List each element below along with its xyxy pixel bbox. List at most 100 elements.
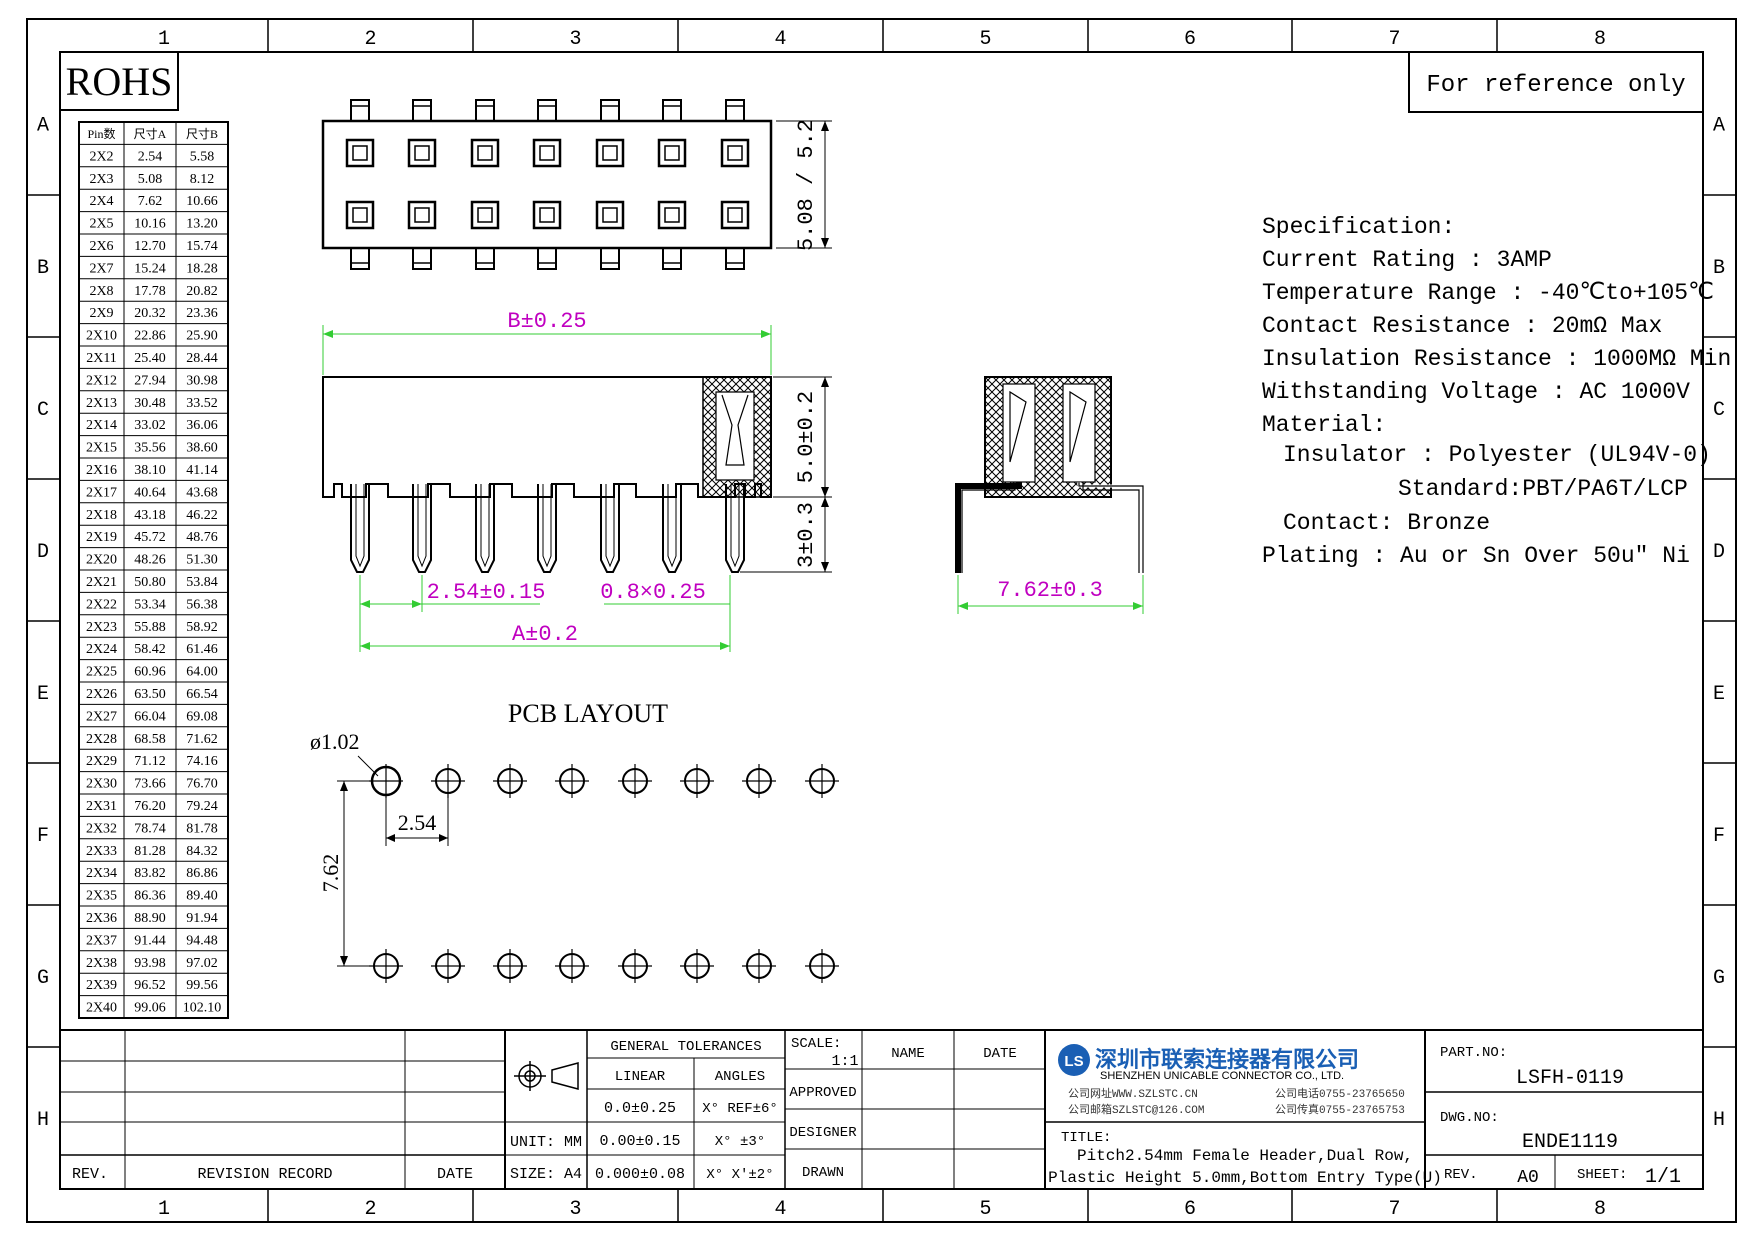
table-cell: 2.54 [138, 149, 163, 164]
contact-hole [595, 200, 625, 230]
table-cell: 25.40 [134, 351, 166, 366]
logo-text: LS [1064, 1053, 1083, 1070]
bottom-pin-tab [662, 247, 682, 270]
col-label-top: 3 [569, 28, 581, 51]
contact-hole [345, 138, 375, 168]
projection-symbol-icon [514, 1061, 579, 1091]
table-cell: 30.98 [186, 373, 218, 388]
contact-hole [407, 138, 437, 168]
row-spacing-dimension: 7.62±0.3 [957, 575, 1144, 614]
contact-hole [657, 200, 687, 230]
table-cell: 86.36 [134, 889, 166, 904]
a-width-label: A±0.2 [512, 622, 578, 647]
table-cell: 2X31 [86, 799, 117, 814]
table-cell: 99.06 [134, 1001, 166, 1016]
scale-label: SCALE: [791, 1036, 841, 1052]
spec-line: Current Rating : 3AMP [1262, 247, 1552, 273]
table-cell: 97.02 [186, 956, 218, 971]
contact-hole [595, 138, 625, 168]
pcb-layout: PCB LAYOUT ø1.02 2.54 7.62 [310, 699, 839, 983]
angles-header: ANGLES [715, 1069, 765, 1085]
table-cell: 48.26 [134, 553, 166, 568]
spec-insulator: Insulator : Polyester (UL94V-0) [1283, 442, 1711, 468]
table-cell: 2X9 [89, 306, 113, 321]
table-cell: 60.96 [134, 665, 166, 680]
contact-hole [345, 200, 375, 230]
side-view [322, 376, 772, 573]
table-cell: 2X16 [86, 463, 117, 478]
company-name-en: SHENZHEN UNICABLE CONNECTOR CO., LTD. [1100, 1070, 1344, 1082]
table-cell: 79.24 [186, 799, 218, 814]
b-width-label: B±0.25 [507, 309, 586, 334]
table-cell: 2X39 [86, 978, 117, 993]
contact-hole [532, 200, 562, 230]
title-label: TITLE: [1061, 1130, 1111, 1146]
table-cell: 30.48 [134, 396, 166, 411]
spec-line: Insulation Resistance : 1000MΩ Min [1262, 346, 1731, 372]
col-label-bottom: 2 [364, 1198, 376, 1221]
table-cell: 17.78 [134, 284, 166, 299]
table-cell: 41.14 [186, 463, 218, 478]
table-cell: 78.74 [134, 821, 166, 836]
side-pin [600, 484, 620, 573]
sheet-value: 1/1 [1645, 1166, 1681, 1189]
row-label-right: C [1713, 399, 1725, 422]
table-cell: 96.52 [134, 978, 166, 993]
table-cell: 84.32 [186, 844, 218, 859]
pcb-hole-dia-label: ø1.02 [310, 729, 360, 754]
spec-line: Withstanding Voltage : AC 1000V [1262, 379, 1690, 405]
date-header: DATE [983, 1046, 1017, 1062]
spec-title: Specification: [1262, 214, 1455, 240]
tol-linear-1: 0.0±0.25 [604, 1100, 676, 1117]
revision-date-header: DATE [437, 1166, 473, 1183]
bottom-pin-tab [350, 247, 370, 270]
body-height-dimension: 5.0±0.2 [773, 376, 832, 498]
col-label-top: 6 [1184, 28, 1196, 51]
table-cell: 20.82 [186, 284, 218, 299]
col-label-top: 1 [158, 28, 170, 51]
table-cell: 2X30 [86, 777, 117, 792]
spec-standard: Standard:PBT/PA6T/LCP [1398, 476, 1688, 502]
table-cell: 2X28 [86, 732, 117, 747]
table-cell: 2X4 [89, 194, 113, 209]
table-cell: 89.40 [186, 889, 218, 904]
table-cell: 68.58 [134, 732, 166, 747]
pitch-label: 2.54±0.15 [427, 580, 546, 605]
dwg-no-value: ENDE1119 [1522, 1131, 1618, 1154]
contact-hole [407, 200, 437, 230]
table-cell: 2X20 [86, 553, 117, 568]
table-cell: 2X23 [86, 620, 117, 635]
table-cell: 10.66 [186, 194, 218, 209]
side-pin [350, 484, 370, 573]
contact-hole [720, 200, 750, 230]
table-cell: 88.90 [134, 911, 166, 926]
table-cell: 53.34 [134, 597, 166, 612]
row-label-left: C [37, 399, 49, 422]
b-width-dimension: B±0.25 [322, 309, 772, 375]
row-label-right: B [1713, 257, 1725, 280]
table-cell: 40.64 [134, 485, 166, 500]
table-cell: 33.52 [186, 396, 218, 411]
col-label-top: 5 [979, 28, 991, 51]
title-block [60, 1029, 1703, 1189]
company-website: 公司网址WWW.SZLSTC.CN [1068, 1086, 1198, 1101]
table-cell: 102.10 [183, 1001, 222, 1016]
table-cell: 7.62 [138, 194, 163, 209]
table-cell: 56.38 [186, 597, 218, 612]
scale-value: 1:1 [831, 1053, 858, 1070]
table-cell: 36.06 [186, 418, 218, 433]
table-cell: 58.42 [134, 642, 166, 657]
table-cell: 2X8 [89, 284, 113, 299]
table-cell: 73.66 [134, 777, 166, 792]
top-pin-tab [537, 99, 557, 122]
table-cell: 13.20 [186, 217, 218, 232]
row-label-left: B [37, 257, 49, 280]
table-cell: 76.70 [186, 777, 218, 792]
a-width-dimension: A±0.2 [360, 622, 730, 650]
table-cell: 38.60 [186, 441, 218, 456]
col-label-bottom: 4 [774, 1198, 786, 1221]
col-label-bottom: 3 [569, 1198, 581, 1221]
table-cell: 2X35 [86, 889, 117, 904]
row-label-left: E [37, 683, 49, 706]
pin-size-label: 0.8×0.25 [600, 580, 706, 605]
